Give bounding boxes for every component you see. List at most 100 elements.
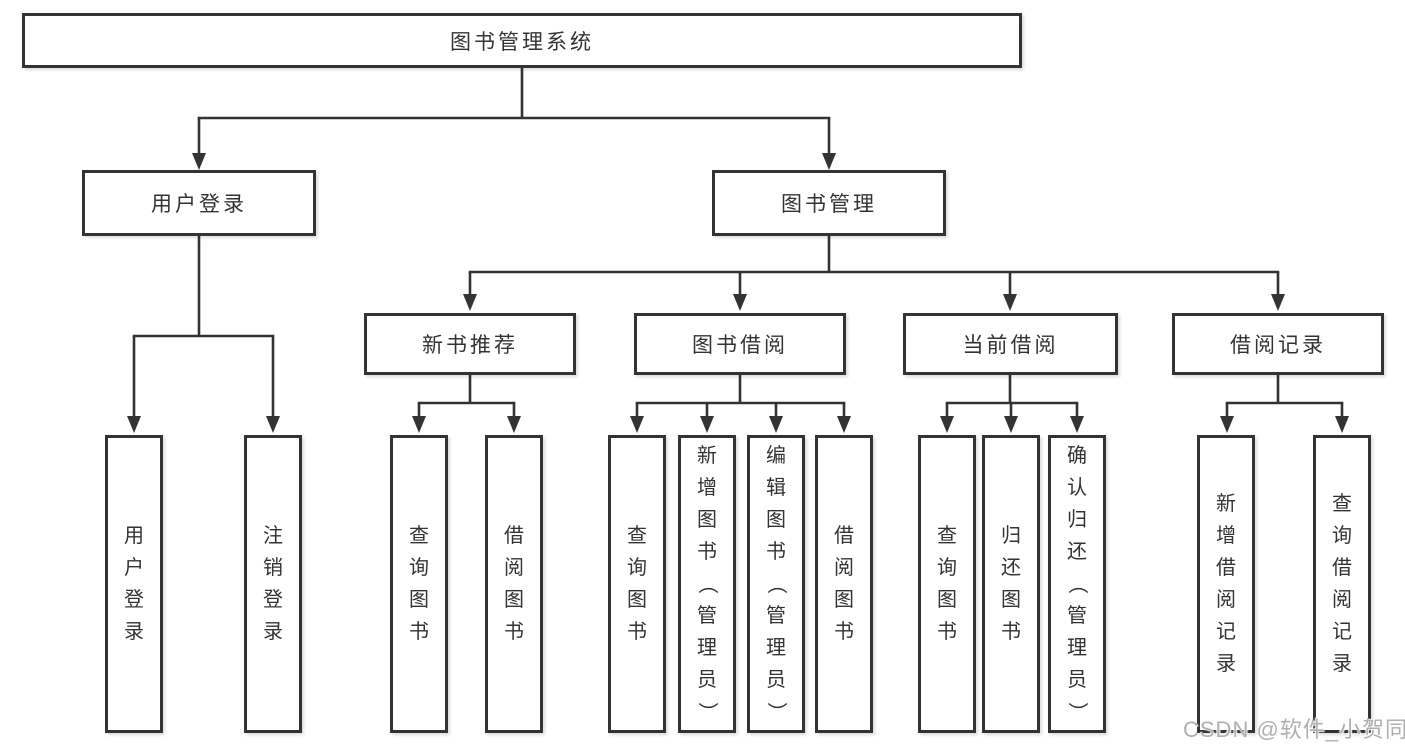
arrowhead-icon xyxy=(769,416,783,433)
vertical-char: 录 xyxy=(124,621,144,643)
vertical-char: 图 xyxy=(766,509,786,531)
vertical-char: 还 xyxy=(1001,557,1021,579)
node-root-label: 图书管理系统 xyxy=(450,30,594,54)
vertical-char: 确 xyxy=(1067,445,1087,467)
vertical-char: 图 xyxy=(409,589,429,611)
vertical-char: 阅 xyxy=(504,557,524,579)
node-leaf-edit-books-admin: 编辑图书（管理员） xyxy=(747,435,805,733)
vertical-char: 查 xyxy=(627,525,647,547)
leaf-label-query-borrow-record: 查询借阅记录 xyxy=(1332,438,1352,730)
arrowhead-icon xyxy=(1070,416,1084,433)
leaf-label-return-books: 归还图书 xyxy=(1001,438,1021,730)
vertical-char: 借 xyxy=(1216,557,1236,579)
node-current-borrowing: 当前借阅 xyxy=(903,313,1118,375)
vertical-char: 借 xyxy=(834,525,854,547)
arrowhead-icon xyxy=(266,416,280,433)
node-leaf-confirm-return-admin: 确认归还（管理员） xyxy=(1048,435,1106,733)
node-current-borrowing-label: 当前借阅 xyxy=(962,334,1059,357)
vertical-char: 借 xyxy=(504,525,524,547)
vertical-char: 管 xyxy=(697,605,717,627)
vertical-char: 图 xyxy=(937,589,957,611)
arrowhead-icon xyxy=(733,294,747,311)
node-user-login: 用户登录 xyxy=(82,170,316,236)
node-borrow-records: 借阅记录 xyxy=(1172,313,1384,375)
arrowhead-icon xyxy=(1335,416,1349,433)
leaf-label-edit-books-admin: 编辑图书（管理员） xyxy=(765,438,787,730)
vertical-char: 销 xyxy=(263,557,283,579)
node-leaf-borrow-books-2: 借阅图书 xyxy=(815,435,873,733)
leaf-label-borrow-books-1: 借阅图书 xyxy=(504,438,524,730)
leaf-label-logout: 注销登录 xyxy=(263,438,283,730)
arrowhead-icon xyxy=(822,153,836,170)
vertical-char: 增 xyxy=(697,477,717,499)
vertical-char: 录 xyxy=(1216,653,1236,675)
node-leaf-return-books: 归还图书 xyxy=(982,435,1040,733)
vertical-char: 书 xyxy=(697,541,717,563)
leaf-label-query-books-1: 查询图书 xyxy=(409,438,429,730)
arrowhead-icon xyxy=(1004,416,1018,433)
vertical-char: 询 xyxy=(937,557,957,579)
vertical-char: 书 xyxy=(1001,621,1021,643)
vertical-char: 阅 xyxy=(834,557,854,579)
vertical-char: 书 xyxy=(766,541,786,563)
leaf-label-borrow-books-2: 借阅图书 xyxy=(834,438,854,730)
vertical-char: 查 xyxy=(409,525,429,547)
leaf-label-add-borrow-record: 新增借阅记录 xyxy=(1216,438,1236,730)
vertical-char: 编 xyxy=(766,445,786,467)
vertical-char: 图 xyxy=(697,509,717,531)
vertical-char: 辑 xyxy=(766,477,786,499)
node-new-book-recommend-label: 新书推荐 xyxy=(422,334,518,357)
vertical-char: 记 xyxy=(1216,621,1236,643)
vertical-char: 图 xyxy=(504,589,524,611)
node-leaf-add-books-admin: 新增图书（管理员） xyxy=(678,435,736,733)
node-user-login-label: 用户登录 xyxy=(151,193,247,216)
vertical-char: 阅 xyxy=(1332,589,1352,611)
node-book-management-label: 图书管理 xyxy=(781,193,877,216)
vertical-char: 还 xyxy=(1067,541,1087,563)
vertical-char: 登 xyxy=(124,589,144,611)
arrowhead-icon xyxy=(940,416,954,433)
leaf-label-query-books-2: 查询图书 xyxy=(627,438,647,730)
vertical-char: 书 xyxy=(627,621,647,643)
leaf-label-confirm-return-admin: 确认归还（管理员） xyxy=(1066,438,1088,730)
node-leaf-query-borrow-record: 查询借阅记录 xyxy=(1313,435,1371,733)
vertical-char: ） xyxy=(1066,702,1088,722)
vertical-char: 录 xyxy=(1332,653,1352,675)
arrowhead-icon xyxy=(1220,416,1234,433)
vertical-char: 图 xyxy=(1001,589,1021,611)
arrowhead-icon xyxy=(1003,294,1017,311)
leaf-label-query-books-3: 查询图书 xyxy=(937,438,957,730)
vertical-char: 增 xyxy=(1216,525,1236,547)
node-book-management: 图书管理 xyxy=(712,170,946,236)
arrowhead-icon xyxy=(1271,294,1285,311)
arrowhead-icon xyxy=(507,416,521,433)
vertical-char: 图 xyxy=(834,589,854,611)
vertical-char: 书 xyxy=(504,621,524,643)
vertical-char: 图 xyxy=(627,589,647,611)
vertical-char: 理 xyxy=(766,637,786,659)
vertical-char: 阅 xyxy=(1216,589,1236,611)
vertical-char: （ xyxy=(1066,574,1088,594)
arrowhead-icon xyxy=(463,294,477,311)
arrowhead-icon xyxy=(192,153,206,170)
arrowhead-icon xyxy=(630,416,644,433)
node-book-borrowing-label: 图书借阅 xyxy=(692,334,788,357)
node-leaf-user-login: 用户登录 xyxy=(105,435,163,733)
node-leaf-query-books-1: 查询图书 xyxy=(390,435,448,733)
vertical-char: ） xyxy=(696,702,718,722)
vertical-char: ） xyxy=(765,702,787,722)
vertical-char: 理 xyxy=(697,637,717,659)
vertical-char: 员 xyxy=(1067,669,1087,691)
vertical-char: 录 xyxy=(263,621,283,643)
vertical-char: 查 xyxy=(937,525,957,547)
vertical-char: 书 xyxy=(834,621,854,643)
arrowhead-icon xyxy=(127,416,141,433)
node-leaf-query-books-2: 查询图书 xyxy=(608,435,666,733)
vertical-char: 认 xyxy=(1067,477,1087,499)
vertical-char: 借 xyxy=(1332,557,1352,579)
vertical-char: （ xyxy=(765,574,787,594)
vertical-char: 用 xyxy=(124,525,144,547)
vertical-char: （ xyxy=(696,574,718,594)
